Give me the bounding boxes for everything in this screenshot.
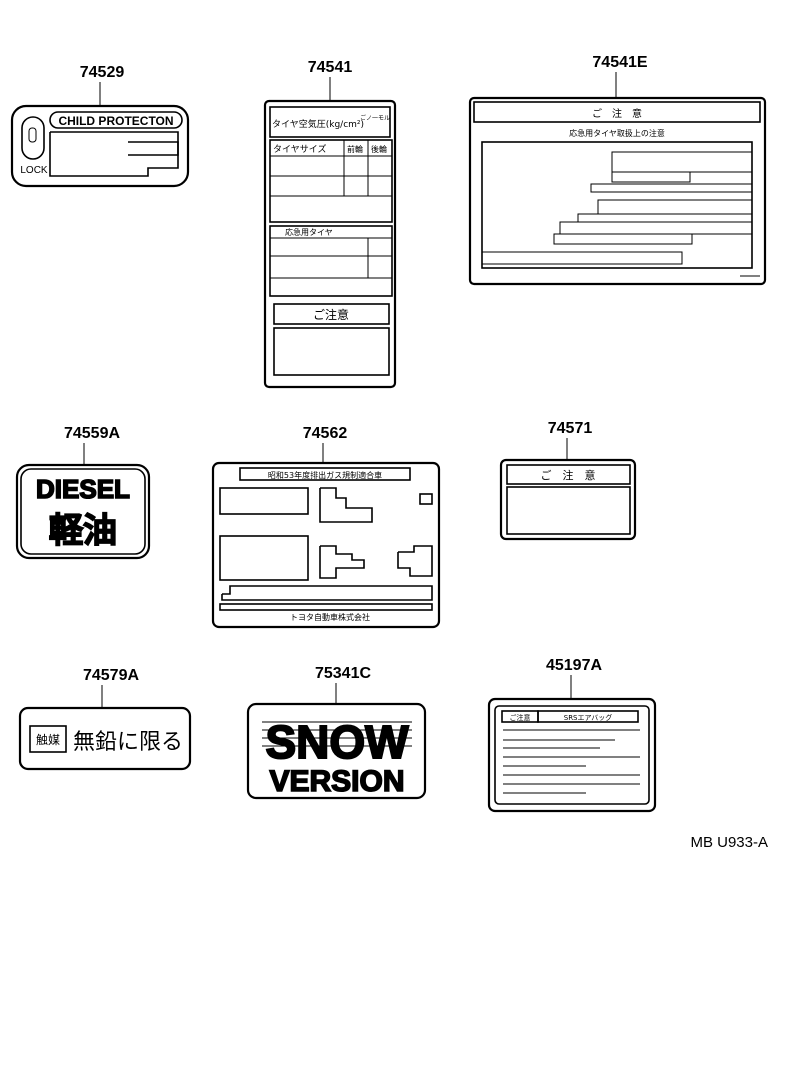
emission-control-label: [211, 461, 441, 629]
part-74579A: 74579A 触媒 無鉛に限る: [18, 667, 192, 771]
caution-header: ご 注 意: [592, 107, 642, 120]
snow-text: SNOW: [265, 716, 409, 768]
part-45197A: 45197A ご注意 SRSエアバッグ: [487, 657, 657, 813]
part-74562: 74562 昭和53年度排出ガス規制適合車 トヨタ自動車株式会社: [211, 425, 441, 629]
manufacturer-footer: トヨタ自動車株式会社: [290, 612, 370, 622]
snow-version-label: [246, 702, 427, 800]
part-number: 45197A: [546, 657, 602, 674]
part-74529: 74529 CHILD PROTECTON LOCK: [10, 64, 190, 188]
part-number: 74541E: [592, 54, 647, 71]
emission-header: 昭和53年度排出ガス規制適合車: [268, 470, 382, 480]
caution-header: ご注意: [313, 307, 349, 322]
caution-header: ご 注 意: [541, 468, 596, 482]
airbag-caution-label: [487, 697, 657, 813]
part-number: 74562: [303, 425, 348, 442]
part-number: 74559A: [64, 425, 120, 442]
part-74541: 74541 タイヤ空気圧(kg/cm²) ごノ一モル タイヤサイズ 前輪 後輪 …: [263, 59, 397, 389]
diesel-text: DIESEL: [36, 474, 130, 504]
spare-tire-header: 応急用タイヤ: [285, 227, 333, 237]
part-74559A: 74559A DIESEL 軽油: [15, 425, 151, 560]
svg-text:ごノ一モル: ごノ一モル: [360, 114, 390, 122]
part-number: 74541: [308, 59, 353, 76]
tire-pressure-label: [263, 99, 397, 389]
caution-tag: ご注意: [510, 713, 531, 722]
lock-text: LOCK: [20, 165, 48, 176]
light-oil-text: 軽油: [49, 511, 117, 551]
part-74541E: 74541E ご 注 意 応急用タイヤ取扱上の注意: [468, 54, 767, 286]
airbag-tag: SRSエアバッグ: [564, 713, 612, 722]
lock-icon: [21, 116, 45, 160]
catalyst-text: 触媒: [36, 733, 60, 747]
part-number: 74579A: [83, 667, 139, 684]
spare-tire-caution-label: [468, 96, 767, 286]
part-number: 75341C: [315, 665, 371, 682]
part-75341C: 75341C SNOW VERSION: [246, 665, 427, 800]
unleaded-only-text: 無鉛に限る: [73, 730, 183, 755]
tire-size-header: タイヤサイズ: [273, 143, 326, 155]
unleaded-fuel-label: [18, 706, 192, 771]
version-text: VERSION: [269, 765, 404, 798]
tire-pressure-title: タイヤ空気圧(kg/cm²): [272, 118, 364, 130]
part-number: 74571: [548, 420, 593, 437]
diagram-reference: MB U933-A: [690, 834, 768, 851]
caution-subheader: 応急用タイヤ取扱上の注意: [569, 128, 665, 138]
part-number: 74529: [80, 64, 125, 81]
svg-text:後輪: 後輪: [371, 144, 387, 154]
child-protection-label: [10, 104, 190, 188]
part-74571: 74571 ご 注 意: [499, 420, 637, 541]
svg-text:前輪: 前輪: [347, 144, 363, 154]
label-title: CHILD PROTECTON: [58, 114, 173, 128]
caution-label: [499, 458, 637, 541]
diesel-fuel-label: [15, 463, 151, 560]
